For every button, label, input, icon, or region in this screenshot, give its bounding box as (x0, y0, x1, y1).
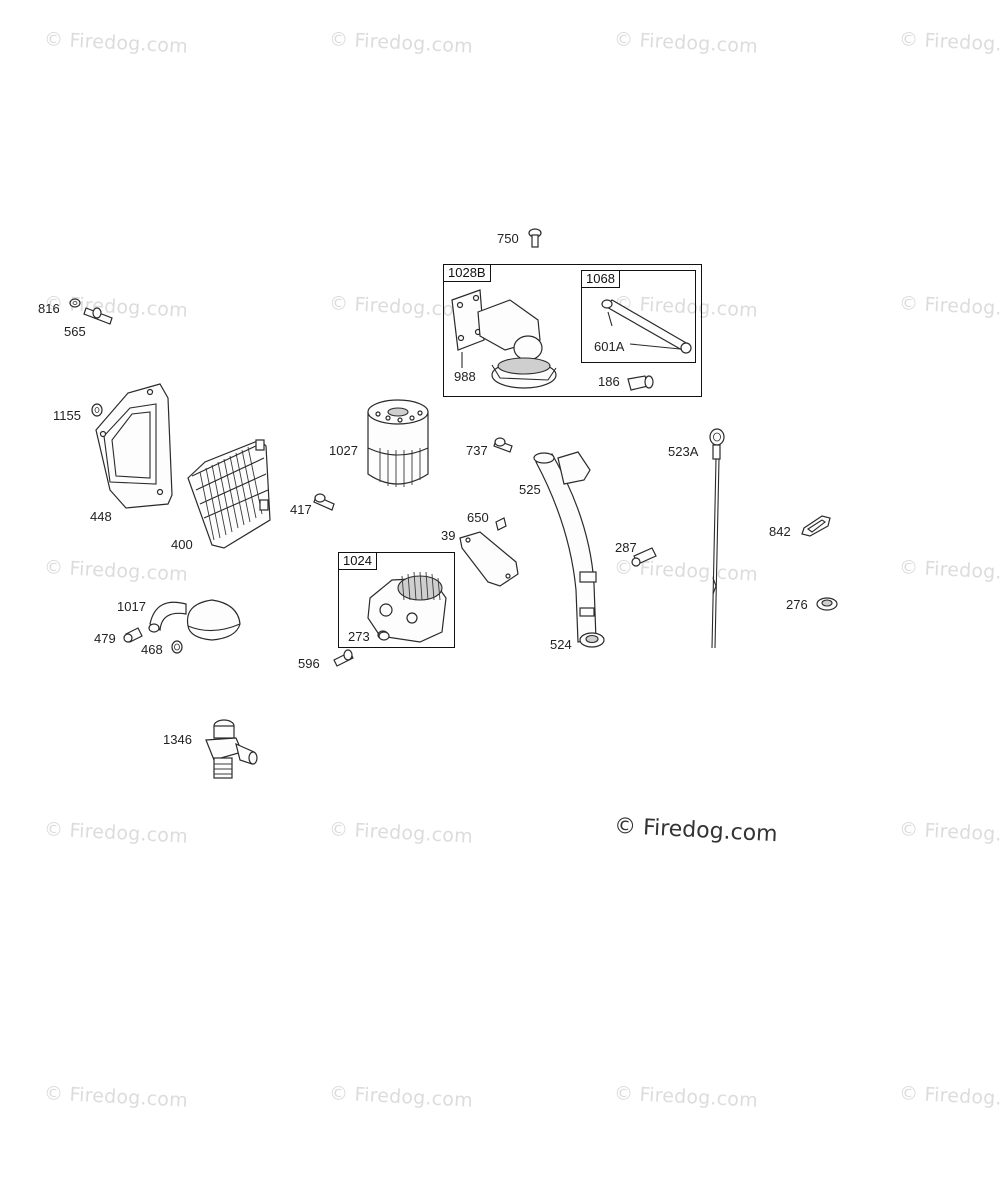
label-1346[interactable]: 1346 (163, 732, 192, 747)
part-39-cover-plate-icon[interactable] (459, 531, 519, 587)
label-565[interactable]: 565 (64, 324, 86, 339)
label-650[interactable]: 650 (467, 510, 489, 525)
part-479-fitting-icon[interactable] (123, 627, 143, 643)
label-1027[interactable]: 1027 (329, 443, 358, 458)
part-816-washer-icon[interactable] (69, 298, 81, 308)
label-601A[interactable]: 601A (594, 339, 625, 354)
label-988[interactable]: 988 (454, 369, 476, 384)
label-750[interactable]: 750 (497, 231, 519, 246)
part-750-bolt-icon[interactable] (528, 228, 542, 248)
label-400[interactable]: 400 (171, 537, 193, 552)
part-273-o-ring-icon[interactable] (378, 631, 390, 641)
part-1346-drain-valve-icon[interactable] (205, 719, 258, 779)
part-276-seal-ring-icon[interactable] (816, 597, 838, 611)
label-596[interactable]: 596 (298, 656, 320, 671)
part-186-fitting-icon[interactable] (627, 375, 654, 391)
part-523A-dipstick-icon[interactable] (709, 428, 725, 649)
part-448-bracket-icon[interactable] (95, 383, 173, 509)
part-1024-oil-pump-icon[interactable] (367, 571, 447, 643)
part-468-o-ring-icon[interactable] (171, 640, 183, 654)
label-448[interactable]: 448 (90, 509, 112, 524)
label-737[interactable]: 737 (466, 443, 488, 458)
part-988-gasket-icon[interactable] (451, 289, 485, 368)
label-525[interactable]: 525 (519, 482, 541, 497)
label-524[interactable]: 524 (550, 637, 572, 652)
label-468[interactable]: 468 (141, 642, 163, 657)
label-276[interactable]: 276 (786, 597, 808, 612)
part-1017-oil-pickup-icon[interactable] (148, 599, 241, 641)
label-479[interactable]: 479 (94, 631, 116, 646)
label-287[interactable]: 287 (615, 540, 637, 555)
label-1017[interactable]: 1017 (117, 599, 146, 614)
part-1155-washer-icon[interactable] (91, 403, 103, 417)
label-417[interactable]: 417 (290, 502, 312, 517)
part-400-oil-cooler-icon[interactable] (187, 439, 271, 549)
part-737-bolt-icon[interactable] (493, 437, 513, 453)
kit-label-1068[interactable]: 1068 (582, 271, 620, 288)
label-273[interactable]: 273 (348, 629, 370, 644)
kit-label-1028B[interactable]: 1028B (444, 265, 491, 282)
label-842[interactable]: 842 (769, 524, 791, 539)
label-186[interactable]: 186 (598, 374, 620, 389)
part-287-fitting-icon[interactable] (631, 547, 657, 567)
part-596-bolt-icon[interactable] (333, 649, 354, 667)
label-523A[interactable]: 523A (668, 444, 699, 459)
part-565-stud-icon[interactable] (83, 307, 113, 325)
part-842-gasket-icon[interactable] (801, 515, 831, 537)
part-650-screw-icon[interactable] (495, 517, 507, 531)
part-1027-oil-filter-icon[interactable] (367, 399, 429, 487)
part-1028B-oil-filter-adapter-icon[interactable] (477, 299, 557, 389)
kit-box-1028B (443, 264, 702, 397)
kit-box-1024 (338, 552, 455, 648)
kit-label-1024[interactable]: 1024 (339, 553, 377, 570)
kit-box-1068 (581, 270, 696, 363)
label-816[interactable]: 816 (38, 301, 60, 316)
part-524-grommet-icon[interactable] (579, 632, 605, 648)
part-525-oil-fill-tube-icon[interactable] (533, 451, 597, 643)
part-601A-oil-tube-icon[interactable] (601, 299, 692, 354)
label-39[interactable]: 39 (441, 528, 456, 543)
part-417-bolt-icon[interactable] (313, 493, 335, 511)
label-1155[interactable]: 1155 (53, 408, 81, 423)
